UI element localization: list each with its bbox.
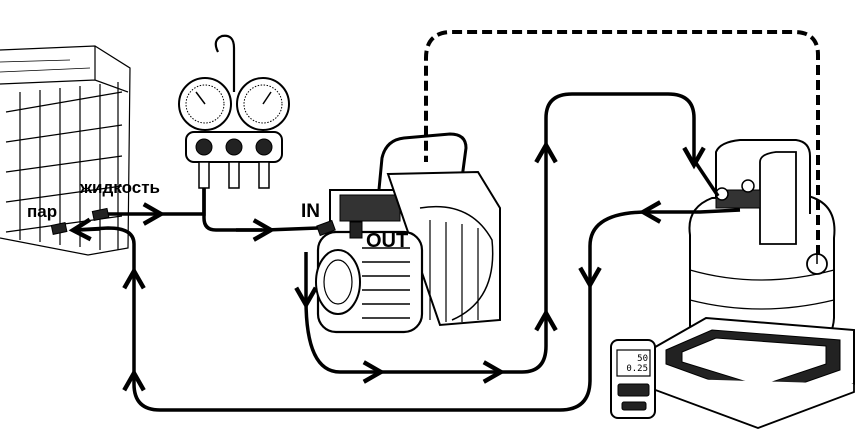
hose-liquid-to-pump (108, 188, 319, 242)
hose-cylinder-to-vapor-port (68, 200, 741, 412)
pump-in-port (316, 219, 336, 237)
pump-out-port (349, 221, 363, 239)
recovery-pump (315, 132, 501, 334)
pump-in-label: IN (301, 201, 320, 222)
pump-out-label: OUT (366, 230, 409, 252)
manifold-gauge-set (178, 34, 290, 189)
condenser-liquid-port (91, 207, 110, 221)
condenser-unit (0, 45, 131, 256)
condenser-vapor-port (50, 222, 68, 235)
hose-pump-out-to-cylinder (294, 92, 720, 384)
liquid-label: жидкость (80, 178, 160, 197)
vapor-label: пар (27, 202, 58, 221)
charging-scale (649, 316, 855, 429)
vapor-dashed-hose (424, 30, 820, 255)
scale-reading-bottom: 0.25 (626, 364, 648, 374)
scale-reading-top: 50 (637, 354, 648, 364)
scale-controller (610, 339, 656, 419)
